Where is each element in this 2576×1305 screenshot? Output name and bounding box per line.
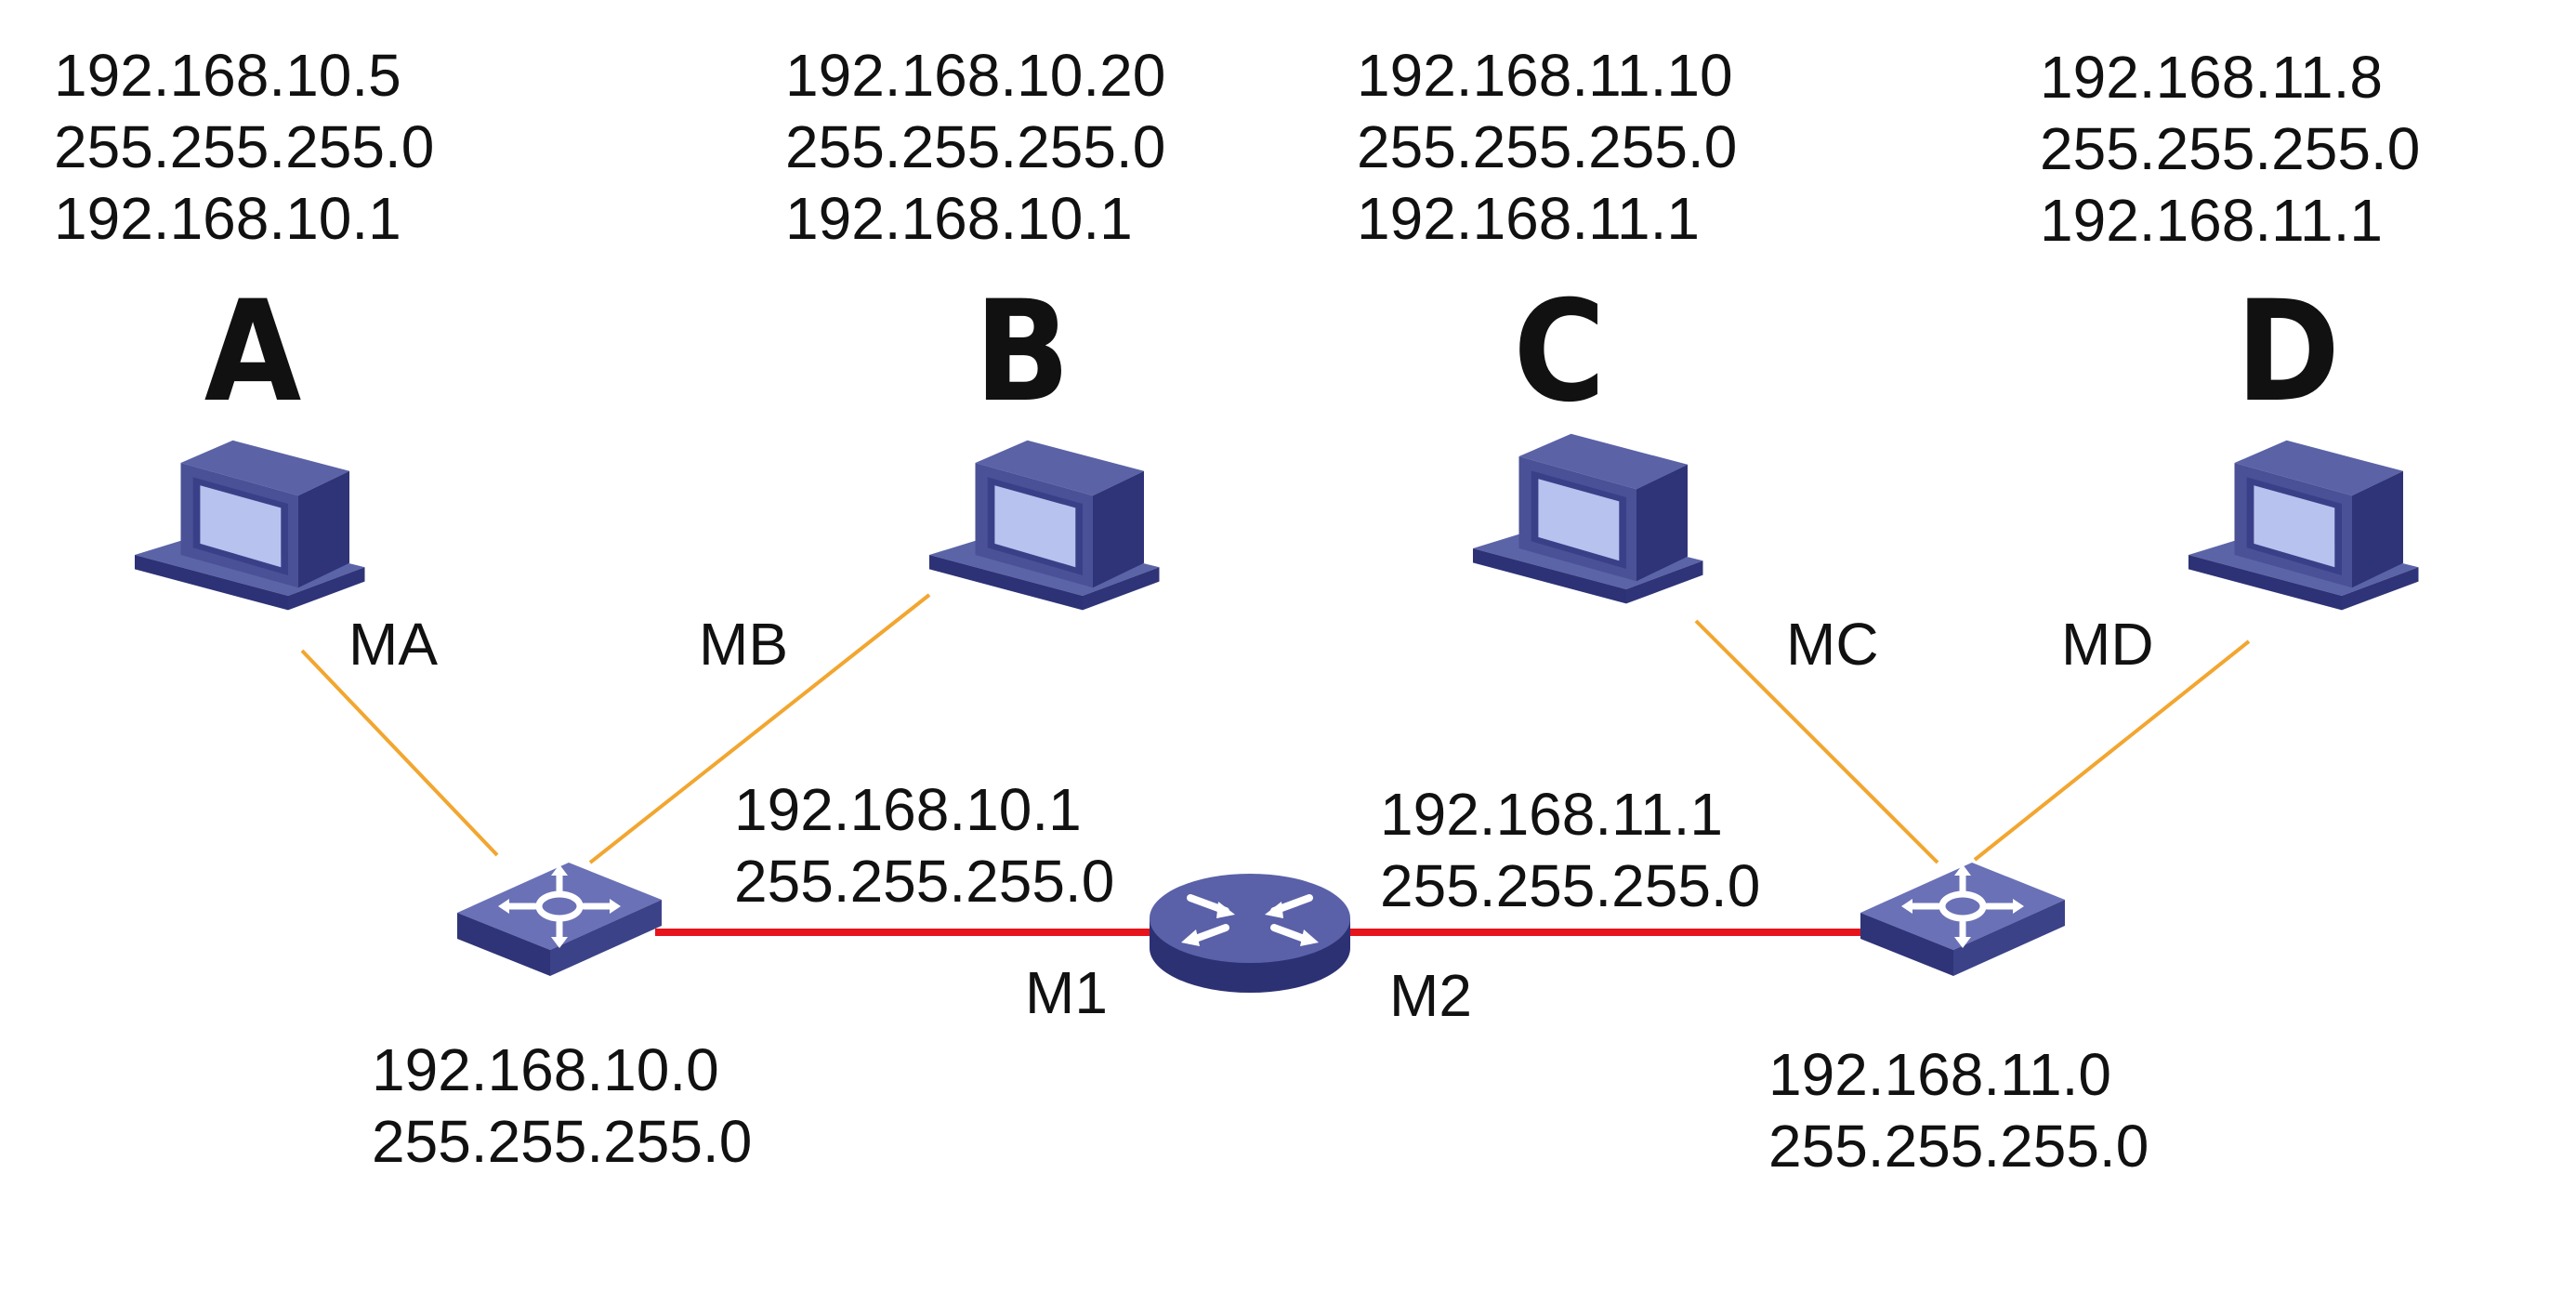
network-mask: 255.255.255.0 xyxy=(372,1108,752,1175)
interface-ip: 192.168.10.1 xyxy=(734,776,1082,843)
interface-ip: 192.168.11.1 xyxy=(1380,781,1723,848)
host-gateway: 192.168.10.1 xyxy=(54,185,401,252)
network-mask: 255.255.255.0 xyxy=(1768,1113,2149,1180)
link-label-mb: MB xyxy=(699,611,788,678)
link-b-switch xyxy=(588,593,931,864)
host-c-config: 192.168.11.10 255.255.255.0 192.168.11.1 xyxy=(1357,42,1737,252)
host-ip: 192.168.11.8 xyxy=(2040,44,2383,111)
network-address: 192.168.11.0 xyxy=(1768,1041,2111,1108)
interface-label-m1: M1 xyxy=(1025,959,1108,1026)
host-ip: 192.168.10.5 xyxy=(54,42,401,109)
host-ip: 192.168.11.10 xyxy=(1357,42,1733,109)
link-a-switch xyxy=(300,649,499,857)
router-m2-config: 192.168.11.1 255.255.255.0 xyxy=(1380,781,1760,919)
computer-c-icon[interactable] xyxy=(1473,433,1703,604)
interface-label-m2: M2 xyxy=(1389,962,1472,1029)
host-c-name: C xyxy=(1513,271,1605,433)
host-b-name: B xyxy=(975,271,1071,433)
host-gateway: 192.168.11.1 xyxy=(2040,187,2383,254)
host-b-config: 192.168.10.20 255.255.255.0 192.168.10.1 xyxy=(785,42,1165,252)
switch-2-icon[interactable] xyxy=(1860,863,2065,976)
computer-d-icon[interactable] xyxy=(2188,440,2419,611)
host-d-config: 192.168.11.8 255.255.255.0 192.168.11.1 xyxy=(2040,44,2420,254)
computer-b-icon[interactable] xyxy=(929,440,1160,611)
network-address: 192.168.10.0 xyxy=(372,1036,719,1103)
router-m1-config: 192.168.10.1 255.255.255.0 xyxy=(734,776,1114,915)
host-d-name: D xyxy=(2236,271,2340,433)
host-a-config: 192.168.10.5 255.255.255.0 192.168.10.1 xyxy=(54,42,434,252)
host-gateway: 192.168.11.1 xyxy=(1357,185,1700,252)
interface-mask: 255.255.255.0 xyxy=(734,848,1114,915)
host-mask: 255.255.255.0 xyxy=(785,113,1165,180)
host-mask: 255.255.255.0 xyxy=(2040,115,2420,182)
network-1-info: 192.168.10.0 255.255.255.0 xyxy=(372,1036,752,1175)
host-gateway: 192.168.10.1 xyxy=(785,185,1133,252)
host-mask: 255.255.255.0 xyxy=(1357,113,1737,180)
computer-a-icon[interactable] xyxy=(135,440,365,611)
link-label-md: MD xyxy=(2061,611,2154,678)
host-a-name: A xyxy=(204,271,301,433)
network-2-info: 192.168.11.0 255.255.255.0 xyxy=(1768,1041,2149,1180)
link-label-mc: MC xyxy=(1786,611,1879,678)
host-mask: 255.255.255.0 xyxy=(54,113,434,180)
link-c-switch xyxy=(1694,619,1939,864)
link-label-ma: MA xyxy=(348,611,438,678)
interface-mask: 255.255.255.0 xyxy=(1380,852,1760,919)
host-ip: 192.168.10.20 xyxy=(785,42,1165,109)
link-d-switch xyxy=(1973,639,2251,862)
router-icon[interactable] xyxy=(1150,874,1350,993)
switch-1-icon[interactable] xyxy=(457,863,662,976)
